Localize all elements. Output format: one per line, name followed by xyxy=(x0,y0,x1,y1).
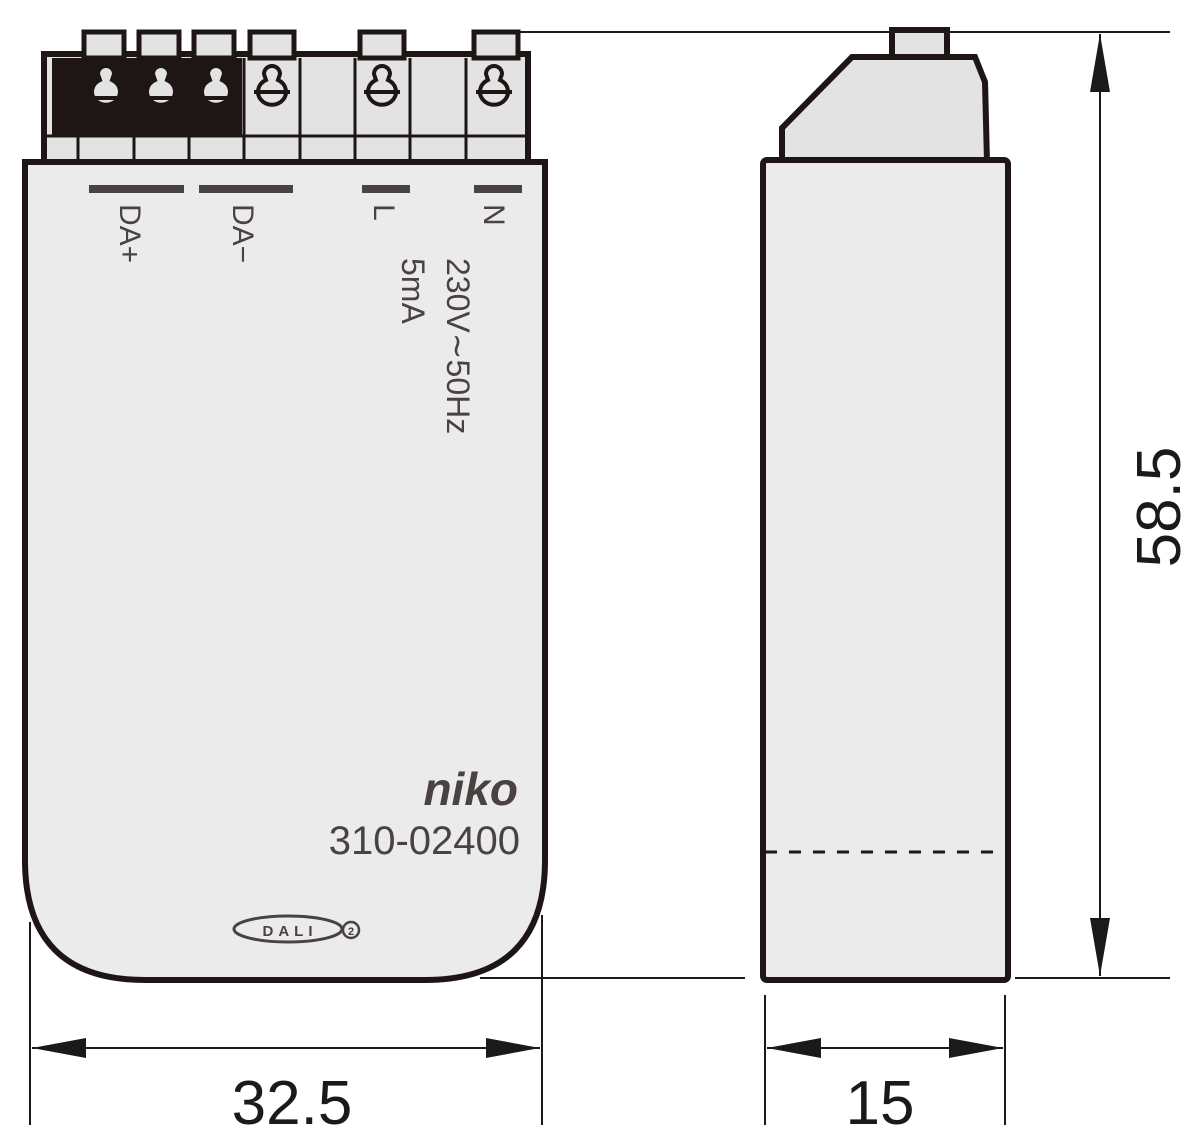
screw-icon xyxy=(198,63,234,107)
l-marker xyxy=(362,185,410,193)
screw-icon xyxy=(88,63,124,107)
terminal-tab xyxy=(191,29,237,61)
front-housing xyxy=(22,159,548,983)
label-n: N xyxy=(477,204,510,226)
dimension-width: 32.5 xyxy=(232,1069,353,1138)
da-minus-marker xyxy=(199,185,293,193)
screw-icon xyxy=(364,63,400,107)
article-number: 310-02400 xyxy=(329,819,520,863)
n-marker xyxy=(474,185,522,193)
brand-logo: niko xyxy=(423,763,518,815)
screw-icon xyxy=(143,63,179,107)
terminal-tab xyxy=(357,29,407,61)
label-da-minus: DA− xyxy=(226,204,259,263)
dimension-depth: 15 xyxy=(846,1069,915,1138)
side-terminal-block xyxy=(779,54,991,165)
terminal-block xyxy=(41,29,531,167)
dimension-height: 58.5 xyxy=(1125,447,1194,568)
dali-2-logo: DALI 2 xyxy=(232,914,361,944)
screw-icon xyxy=(254,63,290,107)
terminal-tab xyxy=(471,29,521,61)
front-view: DA+ DA− L N 230V∼50Hz 5mA niko 310-02400… xyxy=(22,29,548,983)
da-plus-marker xyxy=(89,185,184,193)
terminal-tab xyxy=(136,29,182,61)
rating-voltage: 230V∼50Hz xyxy=(440,258,476,434)
side-housing xyxy=(760,157,1011,983)
svg-text:DALI: DALI xyxy=(263,923,318,940)
label-da-plus: DA+ xyxy=(113,204,146,263)
rating-current: 5mA xyxy=(395,258,431,324)
svg-text:2: 2 xyxy=(348,926,354,938)
dimension-lines xyxy=(29,31,1170,1125)
screw-icon xyxy=(476,63,512,107)
label-l: L xyxy=(367,204,400,221)
terminal-tab xyxy=(81,29,127,61)
dimension-arrows xyxy=(32,34,1110,1058)
side-view xyxy=(760,27,1011,983)
terminal-tab xyxy=(247,29,297,61)
